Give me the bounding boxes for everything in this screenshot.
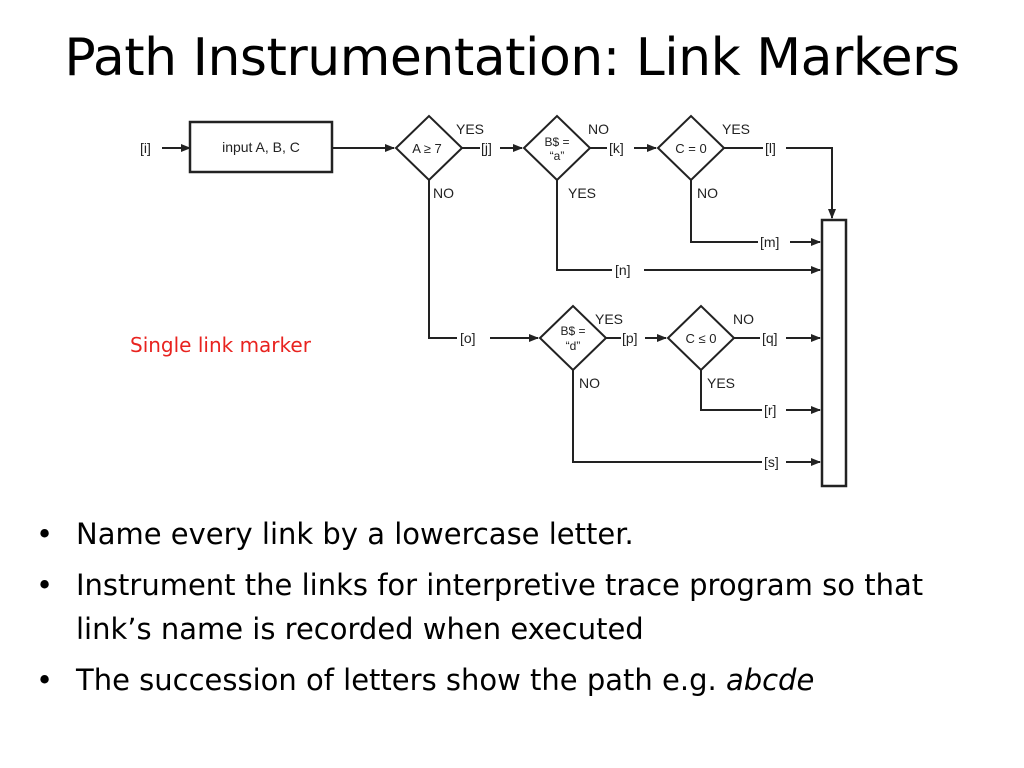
bullet-dot-icon: • xyxy=(36,517,54,551)
d3-yes-label: YES xyxy=(722,121,750,137)
decision-d1-label: A ≥ 7 xyxy=(412,141,442,156)
decision-d4-label-line1: B$ = xyxy=(560,324,585,338)
bullet-text: Name every link by a lowercase letter. xyxy=(76,517,634,551)
d4-yes-label: YES xyxy=(595,311,623,327)
link-label-q: [q] xyxy=(762,330,778,346)
decision-d5-label: C ≤ 0 xyxy=(686,331,717,346)
link-label-p: [p] xyxy=(622,330,638,346)
link-label-i: [i] xyxy=(140,140,151,156)
link-label-o: [o] xyxy=(460,330,476,346)
d2-yes-label: YES xyxy=(568,185,596,201)
link-label-l: [l] xyxy=(765,140,776,156)
link-label-k: [k] xyxy=(609,140,624,156)
d1-yes-label: YES xyxy=(456,121,484,137)
bullet-item: • Instrument the links for interpretive … xyxy=(34,563,974,651)
link-label-n: [n] xyxy=(615,262,631,278)
d3-no-label: NO xyxy=(697,185,718,201)
input-box-label: input A, B, C xyxy=(222,139,300,155)
decision-d2-label-line1: B$ = xyxy=(544,135,569,149)
bullet-item: • Name every link by a lowercase letter. xyxy=(34,512,974,556)
bullet-item: • The succession of letters show the pat… xyxy=(34,658,974,702)
decision-d2-label-line2: “a” xyxy=(550,149,565,163)
bullet-dot-icon: • xyxy=(36,568,54,602)
d5-yes-label: YES xyxy=(707,375,735,391)
bullet-dot-icon: • xyxy=(36,663,54,697)
slide-title: Path Instrumentation: Link Markers xyxy=(64,28,960,88)
d5-no-label: NO xyxy=(733,311,754,327)
bullet-emphasis: abcde xyxy=(725,663,815,697)
collector-bar xyxy=(820,218,848,488)
decision-d4-label-line2: “d” xyxy=(566,339,581,353)
bullet-list: • Name every link by a lowercase letter.… xyxy=(34,512,974,709)
link-label-j: [j] xyxy=(481,140,492,156)
bullet-text: The succession of letters show the path … xyxy=(76,663,726,697)
decision-d3-label: C = 0 xyxy=(675,141,706,156)
link-label-m: [m] xyxy=(760,234,779,250)
link-label-r: [r] xyxy=(764,402,776,418)
link-label-s: [s] xyxy=(764,454,779,470)
d1-no-label: NO xyxy=(433,185,454,201)
bullet-text: Instrument the links for interpretive tr… xyxy=(76,568,924,646)
single-link-marker-caption: Single link marker xyxy=(130,333,311,357)
d4-no-label: NO xyxy=(579,375,600,391)
d2-no-label: NO xyxy=(588,121,609,137)
